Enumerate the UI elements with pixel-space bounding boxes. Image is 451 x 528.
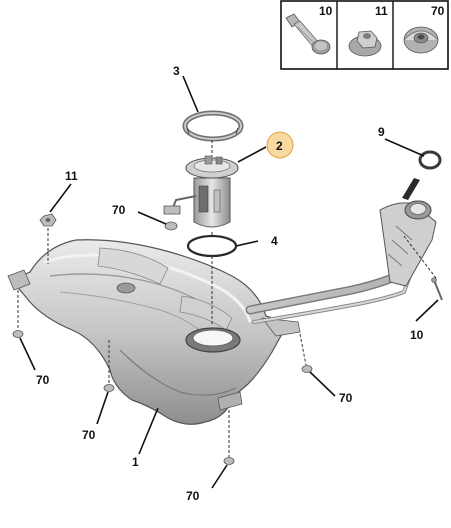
bolt-10-right <box>431 277 443 301</box>
leader-lines <box>19 75 439 489</box>
clip-nut-icon <box>403 26 439 54</box>
filler-seal-ring <box>418 150 442 170</box>
fastener-legend: 10 11 70 <box>280 0 449 70</box>
filler-neck-pipe <box>245 178 437 324</box>
callout-1: 1 <box>132 455 139 469</box>
callout-70-pump: 70 <box>112 203 126 217</box>
callout-10: 10 <box>410 328 424 342</box>
callout-70-left: 70 <box>36 373 50 387</box>
clip-nut-70-left <box>12 330 24 338</box>
callout-70-bottom: 70 <box>186 489 200 503</box>
locking-ring <box>182 110 244 142</box>
callout-70-leftlow: 70 <box>82 428 96 442</box>
clip-nut-70-right <box>301 365 313 373</box>
callout-2-highlight <box>266 131 294 159</box>
callout-labels: 3 2 4 9 10 11 70 70 70 70 70 1 <box>36 64 424 503</box>
legend-number-10: 10 <box>319 4 333 18</box>
legend-number-70: 70 <box>431 4 445 18</box>
callout-9: 9 <box>378 125 385 139</box>
callout-4: 4 <box>271 234 278 248</box>
callout-3: 3 <box>173 64 180 78</box>
flanged-nut-icon <box>348 30 382 57</box>
pump-seal-ring <box>186 234 238 258</box>
fuel-tank <box>7 239 301 425</box>
callout-11: 11 <box>65 169 78 183</box>
bolt-with-washer-icon <box>285 13 331 55</box>
legend-number-11: 11 <box>375 4 388 18</box>
assembly-dashed-lines <box>17 140 437 457</box>
clip-nut-70-bottom <box>223 457 235 465</box>
clip-nut-70-leftlow <box>103 384 115 392</box>
callout-70-right: 70 <box>339 391 353 405</box>
nut-11-left <box>39 213 57 227</box>
callout-2: 2 <box>276 139 283 153</box>
clip-nut-70-pump <box>164 221 178 231</box>
fuel-pump-module <box>163 155 239 228</box>
